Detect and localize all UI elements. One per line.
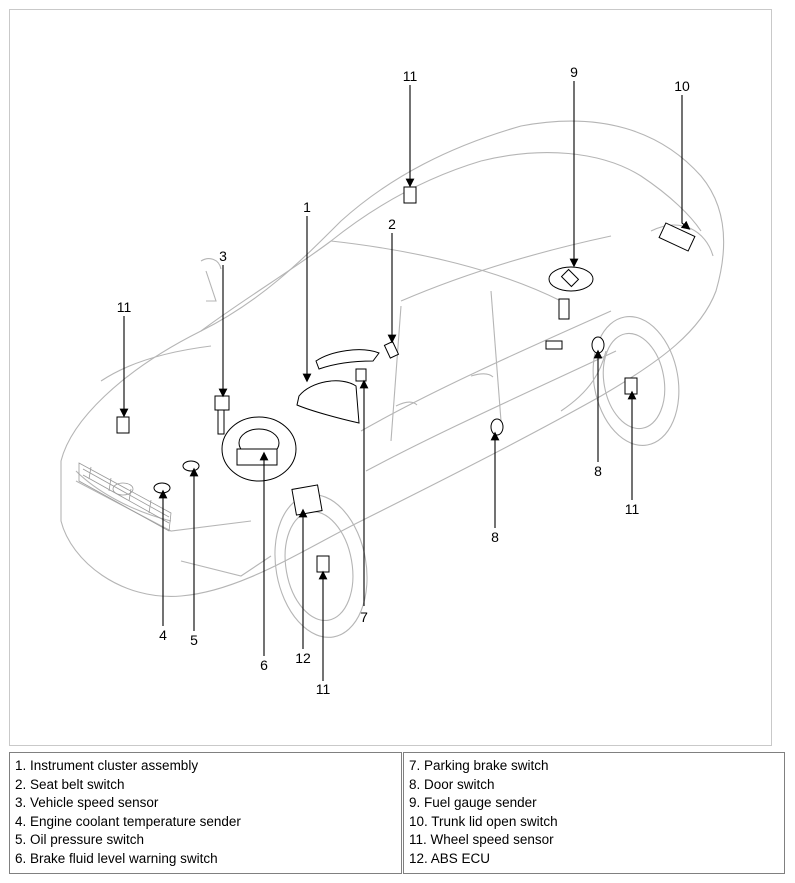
callout-8-rear: 8 xyxy=(594,463,602,479)
callout-6: 6 xyxy=(260,657,268,673)
callout-11-front-right: 11 xyxy=(316,681,331,697)
legend-item-10: 10. Trunk lid open switch xyxy=(409,813,558,829)
legend-column-left: 1. Instrument cluster assembly 2. Seat b… xyxy=(9,752,403,874)
instrument-cluster-hood xyxy=(315,349,380,370)
components xyxy=(116,186,696,573)
callout-3: 3 xyxy=(219,248,227,264)
callout-12: 12 xyxy=(295,650,311,666)
trunk-lid-switch-part xyxy=(658,222,696,252)
callout-10: 10 xyxy=(674,78,690,94)
front-grille xyxy=(78,462,172,532)
callout-5: 5 xyxy=(190,632,198,648)
diagram-frame: 1 2 3 11 11 9 10 4 5 6 7 12 11 8 8 11 xyxy=(9,9,772,746)
legend-item-2: 2. Seat belt switch xyxy=(15,776,125,792)
door-switch-rear-part xyxy=(591,336,605,354)
seat-belt-switch-part xyxy=(383,340,400,359)
wheel-speed-sensor-fl-part xyxy=(116,416,130,434)
callout-7: 7 xyxy=(360,609,368,625)
callout-2: 2 xyxy=(388,216,396,232)
leader-lines xyxy=(119,81,691,681)
legend-item-1: 1. Instrument cluster assembly xyxy=(15,758,199,773)
car-outline xyxy=(60,120,725,597)
callout-1: 1 xyxy=(303,199,311,215)
callout-11-rear: 11 xyxy=(625,501,640,517)
car-component-diagram: 1 2 3 11 11 9 10 4 5 6 7 12 11 8 8 11 xyxy=(60,64,725,697)
legend-item-3: 3. Vehicle speed sensor xyxy=(15,795,159,811)
legend-column-right: 7. Parking brake switch 8. Door switch 9… xyxy=(401,752,785,874)
legend-item-12: 12. ABS ECU xyxy=(409,850,491,866)
wheel-speed-sensor-rr-part xyxy=(624,377,638,395)
legend-item-8: 8. Door switch xyxy=(409,776,495,792)
instrument-cluster-part xyxy=(296,380,360,424)
legend-item-7: 7. Parking brake switch xyxy=(409,758,549,773)
wheel-speed-sensor-top-part xyxy=(403,186,417,204)
legend-item-11: 11. Wheel speed sensor xyxy=(409,832,554,848)
legend-item-4: 4. Engine coolant temperature sender xyxy=(15,813,241,829)
abs-ecu-part xyxy=(291,484,323,516)
oil-pressure-switch-part xyxy=(182,460,200,472)
door-switch-front-part xyxy=(490,418,504,436)
callout-8-front: 8 xyxy=(491,529,499,545)
parking-brake-switch-part xyxy=(355,368,367,382)
legend-item-9: 9. Fuel gauge sender xyxy=(409,795,537,811)
wheel-speed-sensor-fr-part xyxy=(316,555,330,573)
callout-4: 4 xyxy=(159,627,167,643)
callout-11-front-left: 11 xyxy=(117,299,132,315)
coolant-temp-sender-part xyxy=(153,482,171,494)
callout-11-top: 11 xyxy=(403,68,418,84)
vehicle-speed-sensor-part xyxy=(214,395,230,411)
legend-item-5: 5. Oil pressure switch xyxy=(15,832,145,848)
legend-table: 1. Instrument cluster assembly 2. Seat b… xyxy=(9,752,785,874)
callout-9: 9 xyxy=(570,64,578,80)
callout-numbers: 1 2 3 11 11 9 10 4 5 6 7 12 11 8 8 11 xyxy=(117,64,690,697)
legend-item-6: 6. Brake fluid level warning switch xyxy=(15,850,218,866)
